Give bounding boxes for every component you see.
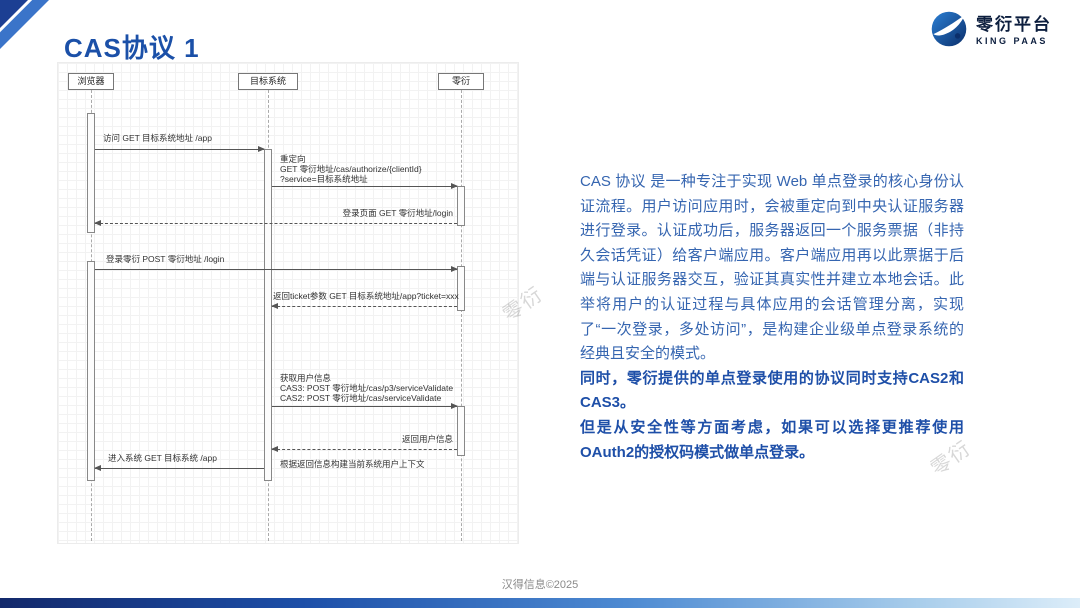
lifeline-lingyan xyxy=(461,90,462,541)
activation-lingyan-2 xyxy=(457,266,465,311)
activation-browser-1 xyxy=(87,113,95,233)
message-label-build-context: 根据返回信息构建当前系统用户上下文 xyxy=(280,459,425,469)
message-label-return-userinfo: 返回用户信息 xyxy=(401,434,453,444)
message-arrow-enter-system xyxy=(94,465,264,471)
message-arrow-redirect xyxy=(272,183,458,189)
bottom-gradient-bar xyxy=(0,598,1080,608)
brand-logo: 零衍平台 KING PAAS xyxy=(930,10,1052,53)
message-arrow-get-userinfo xyxy=(272,403,458,409)
activation-browser-2 xyxy=(87,261,95,481)
message-label-login-page: 登录页面 GET 零衍地址/login xyxy=(342,208,453,218)
message-arrow-post-login xyxy=(95,266,458,272)
activation-lingyan-3 xyxy=(457,406,465,456)
page-title: CAS协议 1 xyxy=(64,33,200,63)
message-label-visit-app: 访问 GET 目标系统地址 /app xyxy=(103,133,212,143)
brand-subtitle: KING PAAS xyxy=(976,35,1048,46)
message-arrow-visit-app xyxy=(95,146,265,152)
message-label-post-login: 登录零衍 POST 零衍地址 /login xyxy=(106,254,225,264)
message-label-get-userinfo: 获取用户信息 CAS3: POST 零衍地址/cas/p3/serviceVal… xyxy=(280,373,454,403)
message-label-enter-system: 进入系统 GET 目标系统 /app xyxy=(108,453,217,463)
cas-sequence-diagram: 浏览器 目标系统 零衍 访问 GET 目标系统地址 /app 重定向 GET 零… xyxy=(57,62,519,544)
description-bold-oauth-recommend: 但是从安全性等方面考虑，如果可以选择更推荐使用OAuth2的授权码模式做单点登录… xyxy=(580,418,964,461)
participant-lingyan: 零衍 xyxy=(438,73,484,90)
activation-target-system xyxy=(264,149,272,481)
description-bold-cas-support: 同时，零衍提供的单点登录使用的协议同时支持CAS2和CAS3。 xyxy=(580,369,964,412)
footer-copyright: 汉得信息©2025 xyxy=(501,579,579,591)
description-paragraph: CAS 协议 是一种专注于实现 Web 单点登录的核心身份认证流程。用户访问应用… xyxy=(580,173,964,363)
message-arrow-return-userinfo xyxy=(271,446,457,452)
message-label-return-ticket: 返回ticket参数 GET 目标系统地址/app?ticket=xxx xyxy=(273,291,459,301)
brand-logo-text: 零衍平台 KING PAAS xyxy=(976,16,1052,47)
description-block: CAS 协议 是一种专注于实现 Web 单点登录的核心身份认证流程。用户访问应用… xyxy=(580,170,964,465)
message-label-redirect: 重定向 GET 零衍地址/cas/authorize/{clientId} ?s… xyxy=(280,154,422,184)
message-arrow-return-ticket xyxy=(271,303,457,309)
brand-name: 零衍平台 xyxy=(976,15,1052,35)
activation-lingyan-1 xyxy=(457,186,465,226)
participant-browser: 浏览器 xyxy=(68,73,114,90)
corner-ribbon-decoration xyxy=(0,0,70,70)
brand-logo-icon xyxy=(930,10,968,53)
message-arrow-login-page xyxy=(94,220,457,226)
participant-target-system: 目标系统 xyxy=(238,73,298,90)
